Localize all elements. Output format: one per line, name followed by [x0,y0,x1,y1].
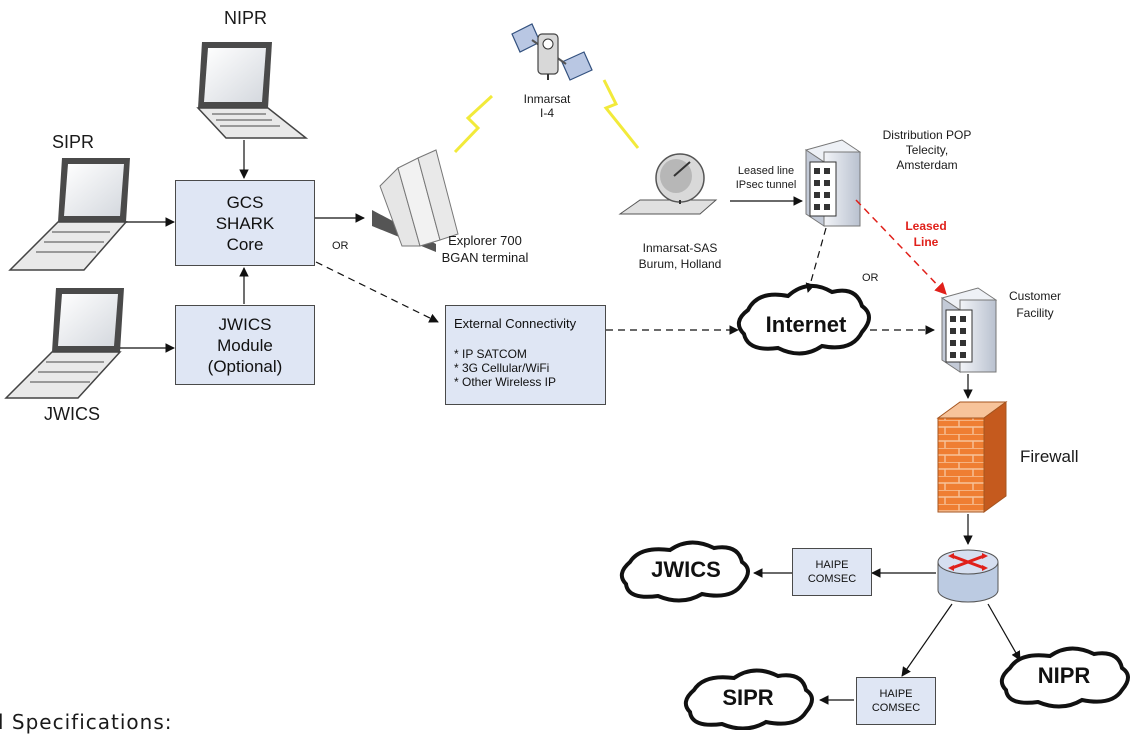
pop-line3: Amsterdam [896,158,958,172]
nipr-cloud [999,646,1130,709]
nipr-laptop-label: NIPR [224,8,268,28]
external-item: * Other Wireless IP [454,375,557,389]
or-left-label: OR [332,240,349,252]
haipe2-line2: COMSEC [871,702,921,714]
jwics-module-line2: Module [217,335,273,355]
haipe-comsec-box-1: HAIPE COMSEC [792,548,872,596]
customer-line2: Facility [1016,306,1054,320]
sipr-laptop-label: SIPR [52,132,95,152]
explorer-line2: BGAN terminal [441,250,529,265]
explorer-label: Explorer 700 BGAN terminal [420,232,550,266]
explorer-line1: Explorer 700 [448,233,522,248]
laptop-nipr-icon [196,42,309,139]
distribution-pop-building-icon [804,139,862,227]
jwics-module-line1: JWICS [218,314,272,334]
sas-line2: Burum, Holland [638,257,722,271]
gcs-shark-core-box: GCS SHARK Core [175,180,315,266]
jwics-module-box: JWICS Module (Optional) [175,305,315,385]
leased-ipsec-line1: Leased line [737,165,795,177]
haipe1-line2: COMSEC [807,573,857,585]
gcs-line1: GCS [226,192,264,212]
connectors [120,140,1021,705]
inmarsat-sas-label: Inmarsat-SAS Burum, Holland [622,240,738,272]
inmarsat-label: Inmarsat I-4 [512,92,582,120]
external-item: * IP SATCOM [454,347,527,361]
leased-ipsec-line2: IPsec tunnel [735,179,797,191]
nipr-cloud-label: NIPR [1037,663,1091,688]
gcs-line2: SHARK [215,213,275,233]
inmarsat-line2: I-4 [539,106,554,120]
jwics-module-line3: (Optional) [207,356,283,376]
satellite-icon [511,23,593,81]
distribution-pop-label: Distribution POP Telecity, Amsterdam [872,128,982,173]
external-title: External Connectivity [454,316,577,331]
pop-line1: Distribution POP [882,128,972,142]
jwics-laptop-label: JWICS [44,404,100,424]
customer-line1: Customer [1008,289,1061,303]
customer-facility-label: Customer Facility [998,288,1072,322]
footer-text: l Specifications: [0,710,173,734]
lightning-right-icon [602,79,640,149]
firewall-icon [936,401,1008,513]
laptop-sipr-icon [8,158,130,271]
red-leased-line1: Leased [905,219,947,233]
internet-cloud-label: Internet [765,312,847,337]
jwics-cloud-label: JWICS [651,557,721,582]
satellite-dish-icon [618,153,718,215]
red-leased-line-label: Leased Line [898,218,954,250]
external-item: * 3G Cellular/WiFi [454,361,550,375]
leased-ipsec-label: Leased line IPsec tunnel [726,164,806,192]
external-connectivity-box: External Connectivity * IP SATCOM * 3G C… [445,305,606,405]
red-leased-line2: Line [913,235,939,249]
laptop-jwics-icon [4,288,124,399]
router-icon [937,549,999,603]
sas-line1: Inmarsat-SAS [642,241,718,255]
haipe1-line1: HAIPE [815,559,849,571]
red-leased-line [855,199,947,295]
sipr-cloud [683,668,814,730]
firewall-label: Firewall [1020,447,1079,466]
customer-facility-building-icon [940,287,998,373]
haipe2-line1: HAIPE [879,688,913,700]
pop-line2: Telecity, [905,143,949,157]
internet-cloud [736,284,871,356]
bgan-terminal-icon [372,149,459,252]
lightning-left-icon [453,94,494,154]
haipe-comsec-box-2: HAIPE COMSEC [856,677,936,725]
gcs-line3: Core [226,234,264,254]
jwics-cloud [619,540,750,603]
inmarsat-line1: Inmarsat [523,92,571,106]
sipr-cloud-label: SIPR [722,685,774,710]
or-right-label: OR [862,272,879,284]
